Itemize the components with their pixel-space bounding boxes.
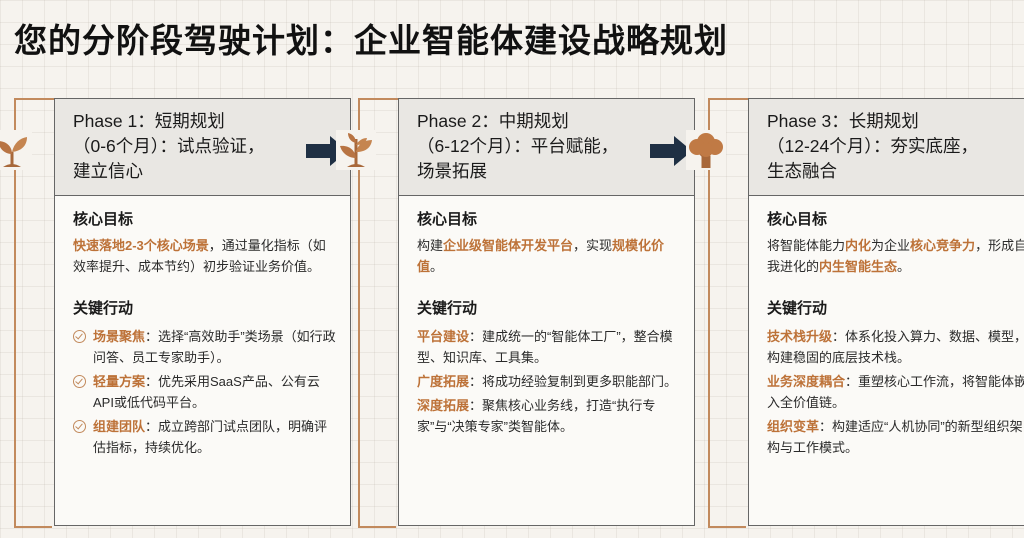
action-item: 轻量方案：优先采用SaaS产品、公有云API或低代码平台。	[73, 371, 336, 413]
phase-header: Phase 2：中期规划 （6-12个月）：平台赋能， 场景拓展	[399, 99, 694, 196]
action-item: 深度拓展：聚焦核心业务线，打造“执行专家”与“决策专家”类智能体。	[417, 395, 680, 437]
action-text: ：成立跨部门试点团队，明确评估指标，持续优化。	[93, 419, 328, 455]
action-label: 技术栈升级	[767, 329, 833, 344]
action-item: 业务深度耦合：重塑核心工作流，将智能体嵌入全价值链。	[767, 371, 1024, 413]
action-text: ：构建适应“人机协同”的新型组织架构与工作模式。	[767, 419, 1023, 455]
action-text: ：优先采用SaaS产品、公有云API或低代码平台。	[93, 374, 320, 410]
goal-highlight: 快速落地2-3个核心场景	[73, 238, 209, 253]
goal-segment: ，形成自我进化的	[767, 238, 1024, 274]
goal-highlight: 企业级智能体开发平台	[443, 238, 574, 253]
sprout-large-icon	[336, 130, 376, 170]
goal-segment: 为企业	[871, 238, 911, 253]
action-text: ：将成功经验复制到更多职能部门。	[469, 374, 678, 389]
phase-2: Phase 2：中期规划 （6-12个月）：平台赋能， 场景拓展 核心目标 构建…	[336, 98, 695, 528]
phase-1: Phase 1：短期规划 （0-6个月）：试点验证， 建立信心 核心目标 快速落…	[0, 98, 351, 528]
goal-segment: 将智能体能力	[767, 238, 846, 253]
action-item: 组织变革：构建适应“人机协同”的新型组织架构与工作模式。	[767, 416, 1024, 458]
page-title: 您的分阶段驾驶计划：企业智能体建设战略规划	[14, 22, 728, 59]
sprout-small-icon	[0, 130, 32, 170]
goal-segment: 。	[897, 259, 911, 274]
phase-header-text: Phase 1：短期规划 （0-6个月）：试点验证， 建立信心	[73, 111, 265, 181]
phase-3: Phase 3：长期规划 （12-24个月）：夯实底座， 生态融合 核心目标 将…	[686, 98, 1024, 528]
actions-title: 关键行动	[73, 300, 134, 317]
action-item: 组建团队：成立跨部门试点团队，明确评估指标，持续优化。	[73, 416, 336, 458]
actions-title: 关键行动	[767, 300, 828, 317]
phase-header: Phase 3：长期规划 （12-24个月）：夯实底座， 生态融合	[749, 99, 1024, 196]
goal-highlight: 核心竞争力	[910, 238, 976, 253]
action-item: 场景聚焦：选择“高效助手”类场景（如行政问答、员工专家助手）。	[73, 326, 336, 368]
goal-title: 核心目标	[73, 211, 134, 228]
check-circle-icon	[73, 375, 86, 388]
phase-card: Phase 3：长期规划 （12-24个月）：夯实底座， 生态融合 核心目标 将…	[748, 98, 1024, 526]
tree-icon	[686, 130, 726, 170]
action-label: 平台建设	[417, 329, 470, 344]
goal-text: 快速落地2-3个核心场景，通过量化指标（如效率提升、成本节约）初步验证业务价值。	[73, 235, 336, 277]
check-circle-icon	[73, 330, 86, 343]
action-label: 组织变革	[767, 419, 820, 434]
goal-text: 构建企业级智能体开发平台，实现规模化价值。	[417, 235, 680, 277]
goal-segment: ，实现	[573, 238, 613, 253]
action-label: 组建团队	[93, 419, 146, 434]
goal-highlight: 内化	[845, 238, 872, 253]
phase-header-text: Phase 2：中期规划 （6-12个月）：平台赋能， 场景拓展	[417, 111, 619, 181]
phase-card: Phase 2：中期规划 （6-12个月）：平台赋能， 场景拓展 核心目标 构建…	[398, 98, 695, 526]
action-text: ：重塑核心工作流，将智能体嵌入全价值链。	[767, 374, 1024, 410]
action-text: ：选择“高效助手”类场景（如行政问答、员工专家助手）。	[93, 329, 336, 365]
action-item: 技术栈升级：体系化投入算力、数据、模型，构建稳固的底层技术栈。	[767, 326, 1024, 368]
action-text: ：建成统一的“智能体工厂”，整合模型、知识库、工具集。	[417, 329, 673, 365]
goal-segment: 构建	[417, 238, 444, 253]
goal-segment: ，通过量化指标（如效率提升、成本节约）初步验证业务价值。	[73, 238, 326, 274]
arrow-right-icon	[648, 133, 694, 169]
goal-title: 核心目标	[767, 211, 828, 228]
goal-segment: 。	[430, 259, 444, 274]
check-circle-icon	[73, 420, 86, 433]
phase-header-text: Phase 3：长期规划 （12-24个月）：夯实底座， 生态融合	[767, 111, 979, 181]
action-label: 场景聚焦	[93, 329, 146, 344]
action-text: ：体系化投入算力、数据、模型，构建稳固的底层技术栈。	[767, 329, 1024, 365]
goal-text: 将智能体能力内化为企业核心竞争力，形成自我进化的内生智能生态。	[767, 235, 1024, 277]
goal-title: 核心目标	[417, 211, 478, 228]
action-label: 深度拓展	[417, 398, 470, 413]
action-item: 广度拓展：将成功经验复制到更多职能部门。	[417, 371, 680, 392]
phase-card: Phase 1：短期规划 （0-6个月）：试点验证， 建立信心 核心目标 快速落…	[54, 98, 351, 526]
action-label: 业务深度耦合	[767, 374, 846, 389]
goal-highlight: 内生智能生态	[819, 259, 898, 274]
phase-bracket	[708, 98, 748, 528]
actions-title: 关键行动	[417, 300, 478, 317]
phase-bracket	[358, 98, 398, 528]
action-label: 轻量方案	[93, 374, 146, 389]
goal-highlight: 规模化价值	[417, 238, 665, 274]
action-label: 广度拓展	[417, 374, 470, 389]
phase-bracket	[14, 98, 54, 528]
action-item: 平台建设：建成统一的“智能体工厂”，整合模型、知识库、工具集。	[417, 326, 680, 368]
action-text: ：聚焦核心业务线，打造“执行专家”与“决策专家”类智能体。	[417, 398, 656, 434]
phase-header: Phase 1：短期规划 （0-6个月）：试点验证， 建立信心	[55, 99, 350, 196]
